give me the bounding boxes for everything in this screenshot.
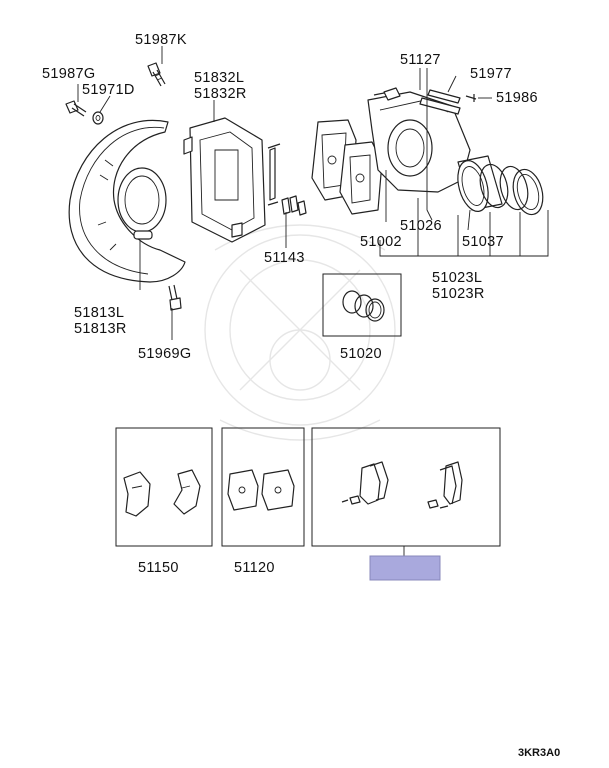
- pad-support-clips[interactable]: [267, 143, 307, 216]
- bolt-51987k[interactable]: [147, 62, 166, 87]
- label-51127: 51127: [400, 52, 441, 68]
- kit-shim-clip[interactable]: [311, 427, 501, 547]
- seal-kit-51020[interactable]: [322, 273, 402, 337]
- label-51023r: 51023R: [432, 286, 485, 302]
- leader-lines: [77, 46, 549, 340]
- label-51023l: 51023L: [432, 270, 482, 286]
- bleeder-51986[interactable]: [465, 94, 477, 102]
- label-51020: 51020: [340, 346, 382, 362]
- label-51987g: 51987G: [42, 66, 95, 82]
- label-51813l: 51813L: [74, 305, 124, 321]
- bolt-51969g[interactable]: [168, 284, 182, 311]
- label-51832r: 51832R: [194, 86, 247, 102]
- label-51971d: 51971D: [82, 82, 135, 98]
- highlight-part-box[interactable]: [369, 555, 441, 581]
- kit-51120[interactable]: [221, 427, 305, 547]
- label-51120: 51120: [234, 560, 275, 576]
- bolt-51987g[interactable]: [65, 100, 87, 117]
- diagram-code: 3KR3A0: [518, 747, 560, 759]
- slide-pin-51977[interactable]: [427, 89, 461, 104]
- brake-pads[interactable]: [311, 119, 383, 215]
- kit-51150[interactable]: [115, 427, 213, 547]
- dust-shield[interactable]: [68, 119, 186, 283]
- label-51977: 51977: [470, 66, 512, 82]
- label-51832l: 51832L: [194, 70, 244, 86]
- part-labels: 51987K 51987G 51971D 51832L 51832R 51127…: [42, 32, 538, 576]
- label-51026: 51026: [400, 218, 442, 234]
- label-51150: 51150: [138, 560, 179, 576]
- caliper-mounting-support[interactable]: [183, 117, 266, 243]
- label-51037: 51037: [462, 234, 504, 250]
- label-51813r: 51813R: [74, 321, 127, 337]
- label-51143: 51143: [264, 250, 305, 266]
- label-51986: 51986: [496, 90, 538, 106]
- caliper-body[interactable]: [367, 87, 471, 193]
- slide-pin-51127[interactable]: [419, 97, 461, 115]
- label-51987k: 51987K: [135, 32, 187, 48]
- label-51969g: 51969G: [138, 346, 191, 362]
- washer-51971d[interactable]: [92, 111, 104, 125]
- piston-seals[interactable]: [476, 161, 548, 217]
- label-51002: 51002: [360, 234, 402, 250]
